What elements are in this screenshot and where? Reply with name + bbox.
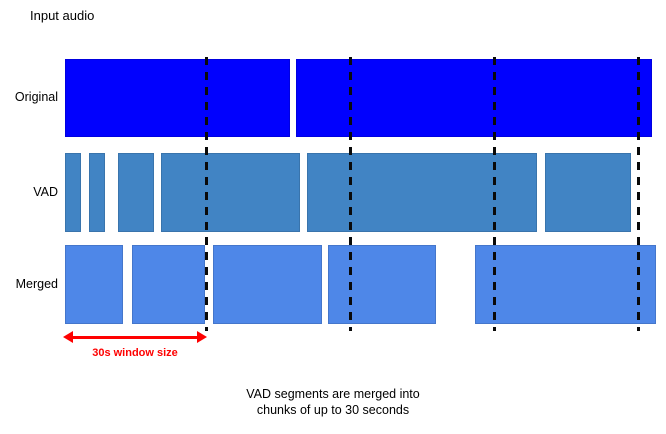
bar-segment — [65, 153, 81, 232]
bar-segment — [307, 153, 537, 232]
window-size-arrow-left-head-icon — [63, 331, 73, 343]
bar-segment — [213, 245, 322, 324]
bottom-caption-line2: chunks of up to 30 seconds — [256, 403, 410, 417]
bottom-caption: VAD segments are merged into chunks of u… — [168, 386, 498, 418]
row-label: Original — [14, 90, 58, 104]
window-size-arrow-line — [71, 336, 199, 339]
bar-segment — [545, 153, 631, 232]
row-label: Merged — [15, 276, 58, 291]
figure-title: Input audio — [30, 8, 95, 23]
window-boundary-dashed-line — [205, 57, 208, 331]
bar-segment — [161, 153, 300, 232]
bar-segment — [65, 245, 123, 324]
window-size-label: 30s window size — [92, 347, 178, 359]
bar-segment — [89, 153, 105, 232]
bar-segment — [65, 59, 290, 137]
bar-segment — [296, 59, 652, 137]
window-size-arrow-right-head-icon — [197, 331, 207, 343]
row-label: VAD — [33, 184, 58, 199]
window-boundary-dashed-line — [493, 57, 496, 331]
bottom-caption-line1: VAD segments are merged into — [246, 387, 420, 401]
window-boundary-dashed-line — [637, 57, 640, 331]
bar-segment — [118, 153, 154, 232]
window-boundary-dashed-line — [349, 57, 352, 331]
bar-segment — [475, 245, 656, 324]
bar-segment — [132, 245, 205, 324]
bar-segment — [328, 245, 436, 324]
